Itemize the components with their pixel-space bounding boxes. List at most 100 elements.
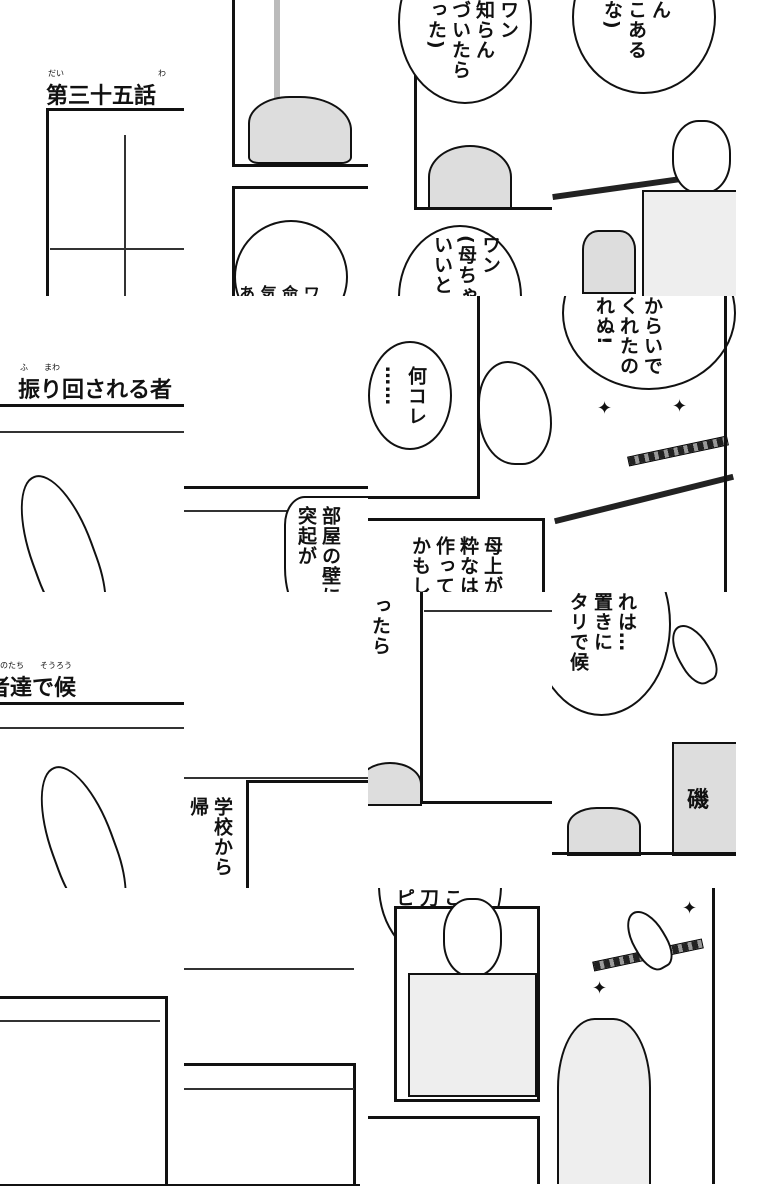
- chapter-subtitle: 振り回される者: [18, 378, 173, 403]
- bottom-strip: [0, 1184, 360, 1202]
- beam-line: [0, 431, 184, 433]
- katana: [627, 435, 729, 467]
- line: 何コレ: [405, 366, 427, 426]
- sparkle-icon: ✦: [592, 978, 608, 999]
- panel: [184, 1063, 356, 1184]
- line: いいと: [431, 235, 453, 295]
- sparkle-icon: ✦: [682, 898, 698, 919]
- wall-protrusion: [663, 617, 725, 691]
- beam-line: [50, 248, 184, 250]
- dog: [567, 807, 641, 856]
- line: こあるな): [601, 0, 647, 60]
- bubble-text: ワン (母ちゃ いいと: [430, 235, 502, 296]
- line: った): [425, 0, 447, 50]
- samurai-head: [672, 120, 731, 194]
- bubble-text: からいで くれたの れぬ!: [592, 296, 664, 376]
- samurai-head: [443, 898, 502, 977]
- dog-head: [248, 96, 352, 164]
- figure-shoulder: [368, 762, 422, 806]
- tile-dog-peek: あ 気 命 ワ: [184, 0, 368, 296]
- wall-protrusion: [23, 756, 141, 888]
- panel-room: [46, 108, 184, 296]
- beam-line: [184, 777, 368, 779]
- line: ……: [381, 366, 403, 406]
- chapter-subtitle: 者達で候: [0, 676, 77, 701]
- panel: [0, 996, 168, 1184]
- bubble-text: あ 気 命 ワ: [239, 284, 320, 296]
- speech-bubble: [368, 341, 452, 450]
- sparkle-icon: ✦: [672, 396, 688, 417]
- line: かもし: [409, 536, 431, 592]
- tile-ttara: ったら: [368, 592, 552, 888]
- samurai-kimono: [642, 190, 736, 296]
- tile-gakkou: 学校から帰: [184, 592, 368, 888]
- line: くれたの: [617, 296, 639, 376]
- subtitle-ruby: のたち そうろう: [0, 661, 72, 670]
- line: からいで: [641, 296, 663, 376]
- frame-top: [184, 486, 368, 489]
- bubble-text: ん こあるな): [600, 0, 672, 80]
- bubble-text: 母上が 粋なは 作って かもし: [408, 536, 504, 592]
- beam-line: [184, 1088, 354, 1090]
- panel: [420, 592, 552, 804]
- tile-sword: からいで くれたの れぬ! ✦ ✦: [552, 296, 736, 592]
- pillar-line: [124, 135, 126, 296]
- frame-top: [0, 702, 184, 705]
- speech-bubble: [284, 496, 368, 592]
- panel-ceiling: [246, 780, 368, 888]
- panel: [368, 1116, 540, 1184]
- bubble-text: れは… 置きに タリで候: [566, 592, 638, 672]
- bubble-text: ワン 知らん づいたら った): [424, 0, 520, 90]
- tile-sword-wall: ✦ ✦: [552, 888, 736, 1184]
- frame-edge: [724, 296, 727, 592]
- panel: [368, 518, 545, 592]
- samurai-back: [672, 742, 736, 856]
- tile-wan: ワン 知らん づいたら った) ワン (母ちゃ いいと: [368, 0, 552, 296]
- tile-oki: れは… 置きに タリで候 磯: [552, 592, 736, 888]
- bubble-text: 何コレ ……: [380, 366, 428, 436]
- title-ruby: わ: [158, 69, 166, 78]
- line: 突起が: [295, 506, 317, 566]
- beam-line: [424, 610, 552, 612]
- bubble-text: 部屋の壁に 突起が: [294, 506, 342, 592]
- beam-line: [184, 968, 354, 970]
- samurai-back: [557, 1018, 651, 1184]
- chapter-number-title: 第三十五話: [46, 84, 157, 109]
- shirt-mark: 磯: [687, 788, 710, 813]
- frame-top: [0, 404, 184, 407]
- tile-ceiling: [184, 888, 368, 1184]
- line: ん: [649, 0, 671, 20]
- frame-bottom: [552, 852, 736, 855]
- line: 部屋の壁に: [319, 506, 341, 592]
- bubble-text: 学校から帰: [187, 797, 233, 877]
- line: 作って: [433, 536, 455, 592]
- tile-nani: 何コレ …… 母上が 粋なは 作って かもし: [368, 296, 552, 592]
- line: れぬ!: [593, 296, 615, 346]
- beam-line: [0, 1020, 160, 1022]
- line: れは…: [615, 592, 637, 652]
- line: づいたら: [449, 0, 471, 80]
- beam-line: [184, 510, 368, 512]
- line: 母上が: [481, 536, 503, 592]
- tile-chapter-title: だい わ 第三十五話: [0, 0, 184, 296]
- wall-protrusion: [618, 903, 680, 977]
- line: ワン: [497, 0, 519, 40]
- dog: [582, 230, 636, 294]
- wall-protrusion: [3, 465, 121, 592]
- tatami-edge: [554, 473, 734, 525]
- line: 粋なは: [457, 536, 479, 592]
- subtitle-ruby: ふ まわ: [20, 363, 60, 372]
- tile-kore: これ 刀置 ピッ: [368, 888, 552, 1184]
- line: 置きに: [591, 592, 613, 652]
- title-ruby: だい: [48, 69, 64, 78]
- line: (母ちゃ: [455, 235, 477, 296]
- bubble-text: ったら: [369, 596, 391, 656]
- sparkle-icon: ✦: [597, 398, 613, 419]
- line: タリで候: [567, 592, 589, 672]
- tile-subtitle-2: のたち そうろう 者達で候: [0, 592, 184, 888]
- dog-back: [428, 145, 512, 209]
- samurai-kimono: [408, 973, 537, 1097]
- tile-room-frame: [0, 888, 184, 1184]
- line: 知らん: [473, 0, 495, 60]
- samurai-profile: [478, 361, 552, 465]
